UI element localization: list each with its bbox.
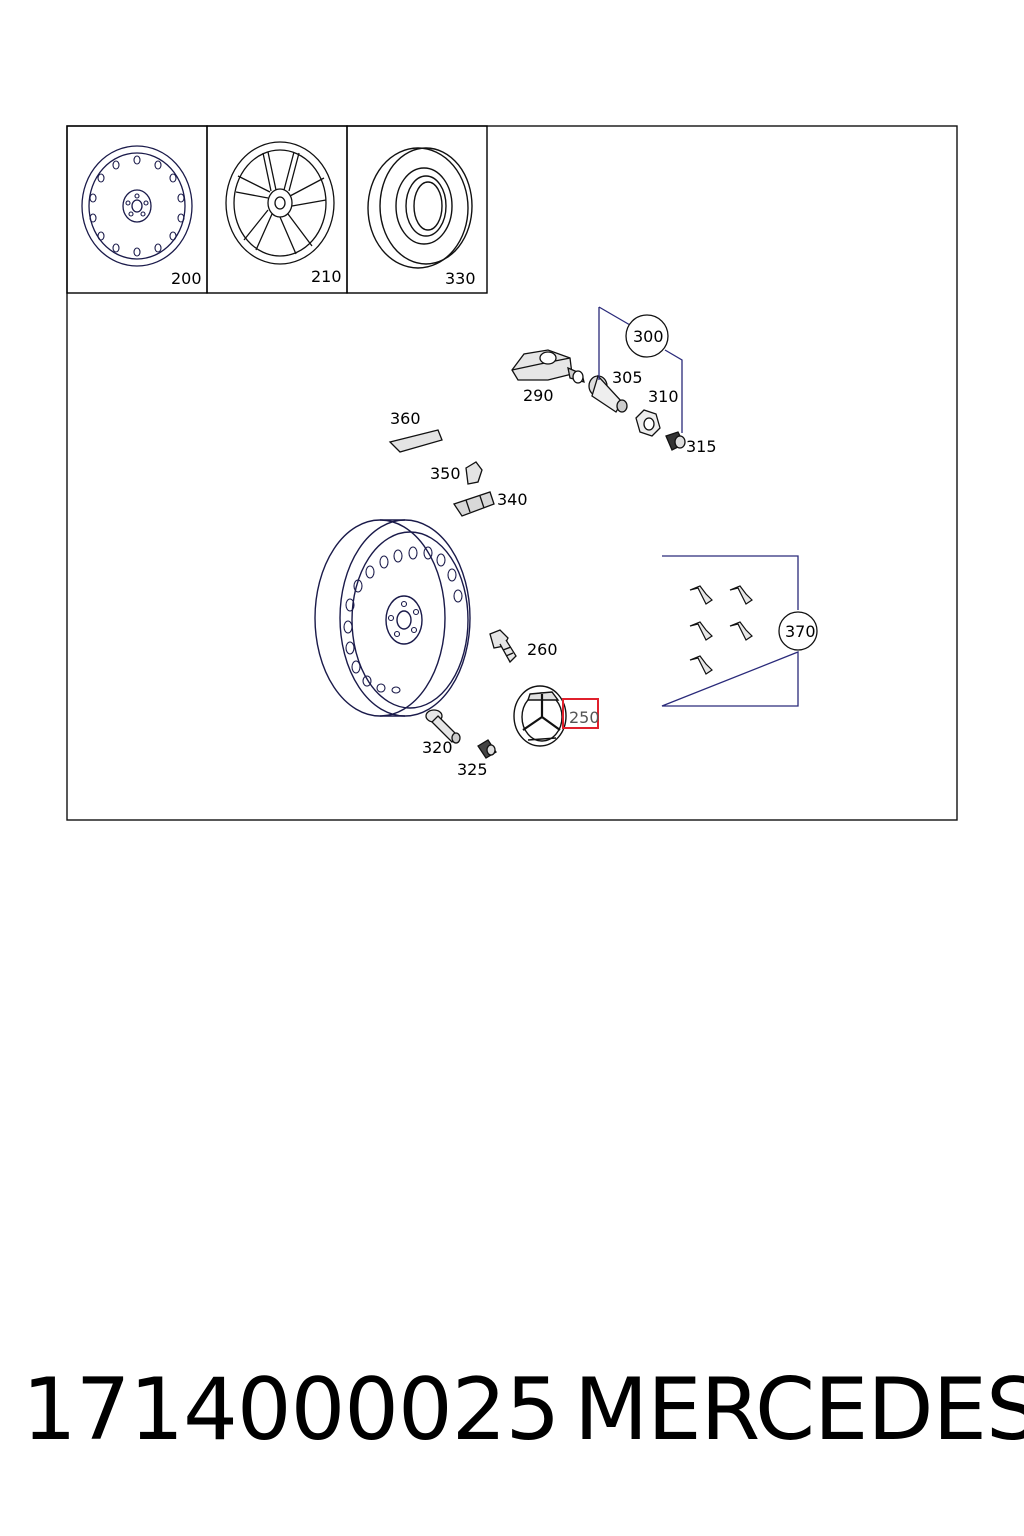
balance-weight-340-icon	[452, 491, 495, 517]
thumb-box-steel-wheel	[66, 125, 208, 294]
callout-300: 300	[633, 327, 664, 346]
valve-nut-310-icon	[635, 409, 661, 437]
group-300-bracket	[598, 306, 683, 433]
valve-cap-315-icon	[665, 431, 686, 451]
callout-310: 310	[648, 387, 679, 406]
callout-320: 320	[422, 738, 453, 757]
bolt-set-370-bracket	[661, 555, 799, 707]
callout-210: 210	[311, 267, 342, 286]
callout-260: 260	[527, 640, 558, 659]
brand-name: MERCEDES	[574, 1360, 1024, 1460]
valve-320-icon	[425, 709, 461, 744]
callout-315: 315	[686, 437, 717, 456]
callout-330: 330	[445, 269, 476, 288]
main-steel-wheel-icon	[314, 519, 471, 717]
callout-290: 290	[523, 386, 554, 405]
footer-caption: 1714000025 MERCEDES	[0, 1360, 1024, 1480]
callout-370: 370	[785, 622, 816, 641]
callout-325: 325	[457, 760, 488, 779]
callout-350: 350	[430, 464, 461, 483]
hub-cap-250-icon	[513, 685, 567, 747]
part-number: 1714000025	[22, 1360, 560, 1460]
group-370-circle	[778, 611, 818, 651]
tpms-sensor-icon	[511, 349, 585, 384]
parts-diagram: 200 210 330 300 290 305 310 315 360 350 …	[66, 125, 958, 821]
balance-weight-360-icon	[388, 429, 443, 453]
diagram-frame	[66, 125, 958, 821]
alloy-wheel-thumb-icon	[225, 141, 335, 265]
bolt-set-370-icon	[689, 585, 753, 675]
clip-weight-350-icon	[465, 461, 483, 485]
highlight-box-250	[562, 698, 599, 729]
callout-360: 360	[390, 409, 421, 428]
wheel-bolt-260-icon	[489, 629, 517, 664]
callout-340: 340	[497, 490, 528, 509]
callout-250: 250	[569, 708, 600, 727]
tire-thumb-icon	[367, 147, 473, 269]
valve-cap-325-icon	[477, 739, 497, 759]
valve-stem-305-icon	[588, 374, 628, 413]
steel-wheel-thumb-icon	[81, 145, 193, 267]
callout-200: 200	[171, 269, 202, 288]
callout-305: 305	[612, 368, 643, 387]
thumb-box-tire	[346, 125, 488, 294]
